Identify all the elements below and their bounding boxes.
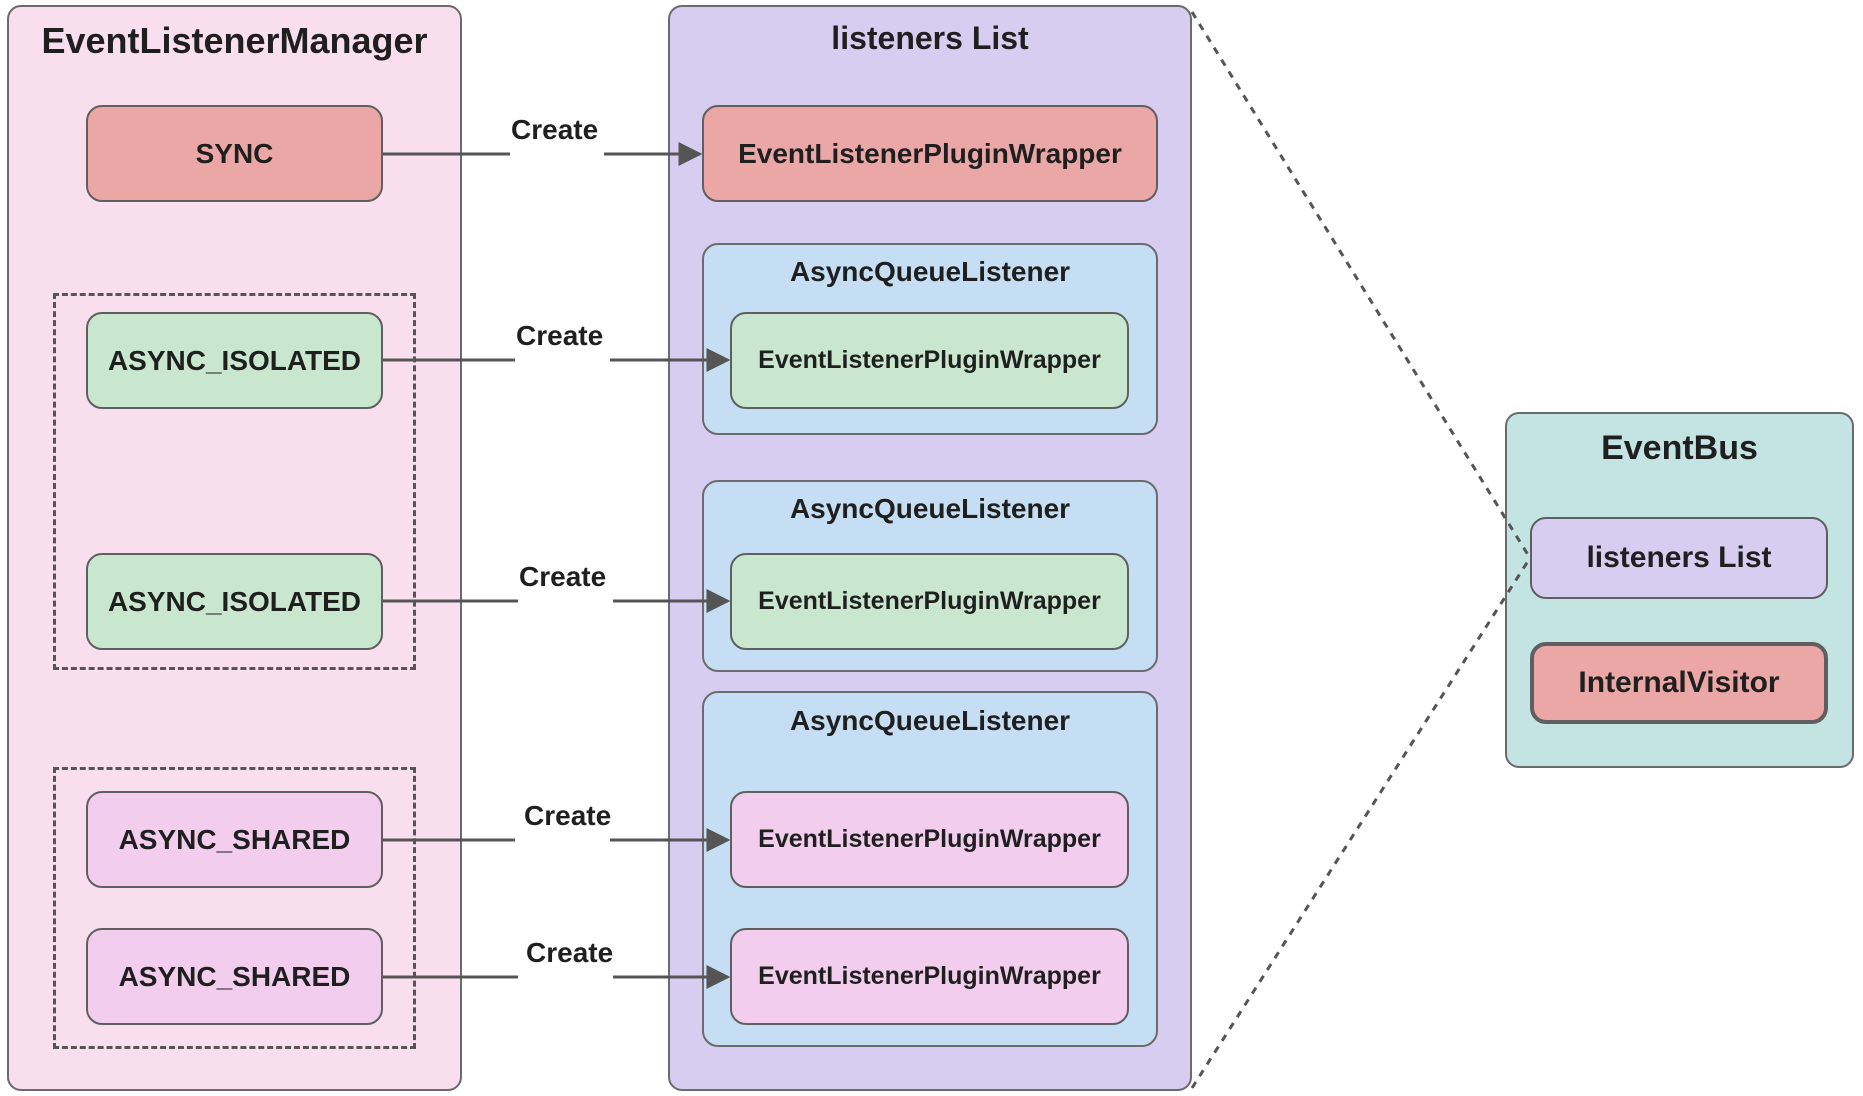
async-shared-box-2: ASYNC_SHARED <box>86 928 383 1025</box>
create-label-shared-1: Create <box>524 800 612 831</box>
wrapper-box-3: EventListenerPluginWrapper <box>730 791 1129 888</box>
sync-wrapper-box: EventListenerPluginWrapper <box>702 105 1158 202</box>
async-shared-box-1: ASYNC_SHARED <box>86 791 383 888</box>
event-listener-manager-title: EventListenerManager <box>41 20 428 61</box>
async-queue-listener-3-title: AsyncQueueListener <box>789 705 1071 736</box>
eventbus-listeners-list-box: listeners List <box>1530 517 1828 599</box>
async-queue-listener-1-title: AsyncQueueListener <box>789 256 1071 287</box>
listeners-list-title: listeners List <box>831 20 1029 56</box>
sync-box: SYNC <box>86 105 383 202</box>
internal-visitor-box: InternalVisitor <box>1530 642 1828 724</box>
create-label-sync: Create <box>511 114 599 145</box>
create-label-shared-2: Create <box>526 937 614 968</box>
shared-group <box>53 767 416 1049</box>
zoom-connector-lines <box>1190 11 1532 1089</box>
async-isolated-box-1: ASYNC_ISOLATED <box>86 312 383 409</box>
async-queue-listener-2-title: AsyncQueueListener <box>789 493 1071 524</box>
create-label-isolated-2: Create <box>519 561 607 592</box>
eventbus-title: EventBus <box>1601 429 1758 467</box>
create-label-isolated-1: Create <box>516 320 604 351</box>
async-isolated-box-2: ASYNC_ISOLATED <box>86 553 383 650</box>
wrapper-box-1: EventListenerPluginWrapper <box>730 312 1129 409</box>
wrapper-box-4: EventListenerPluginWrapper <box>730 928 1129 1025</box>
wrapper-box-2: EventListenerPluginWrapper <box>730 553 1129 650</box>
isolated-group <box>53 293 416 670</box>
